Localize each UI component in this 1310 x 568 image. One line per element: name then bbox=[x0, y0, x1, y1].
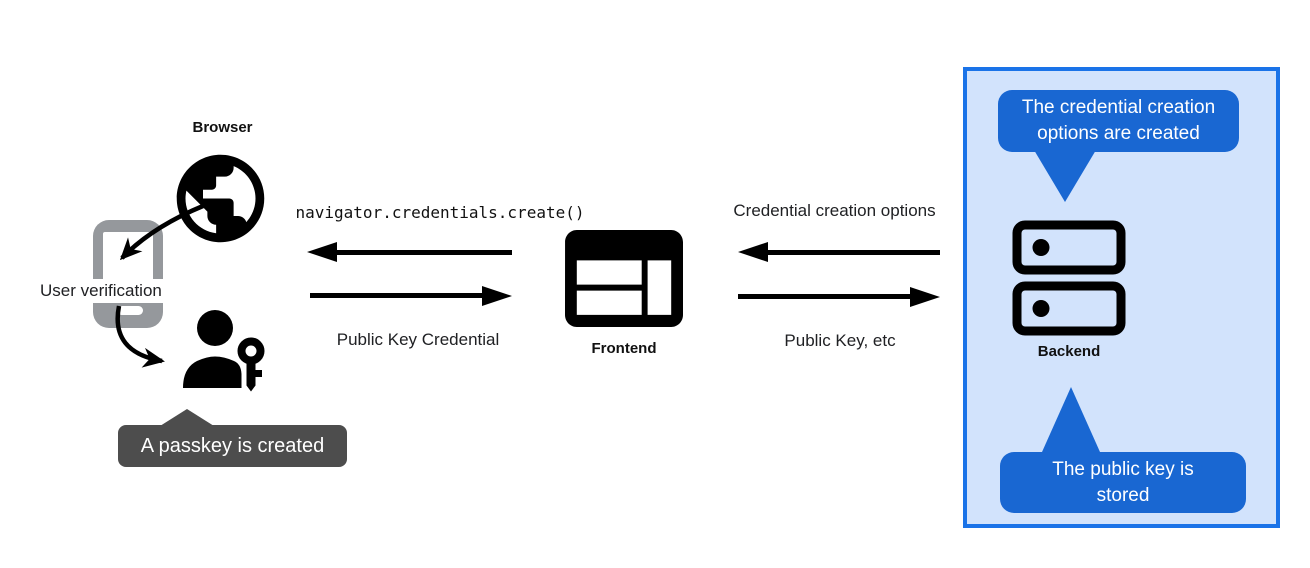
arrow-left-icon bbox=[307, 242, 337, 262]
passkey-tooltip-tail bbox=[160, 409, 214, 426]
callout-tail-down bbox=[1034, 150, 1096, 202]
backend-server-icon bbox=[1012, 220, 1126, 336]
public-key-stored-callout: The public key is stored bbox=[1000, 452, 1246, 513]
public-key-etc-label: Public Key, etc bbox=[784, 331, 896, 350]
arrow-options-shaft bbox=[766, 250, 940, 255]
credential-options-callout: The credential creation options are crea… bbox=[998, 90, 1239, 152]
frontend-window-icon bbox=[565, 230, 683, 327]
callout-tail-up bbox=[1042, 387, 1100, 452]
arrow-pkc-shaft bbox=[310, 293, 484, 298]
frontend-label: Frontend bbox=[591, 340, 657, 357]
user-verification-label: User verification bbox=[36, 279, 166, 303]
arrow-create-shaft bbox=[335, 250, 512, 255]
arrow-right-icon bbox=[910, 287, 940, 307]
arrow-publickey-shaft bbox=[738, 294, 912, 299]
public-key-credential-label: Public Key Credential bbox=[336, 330, 500, 349]
navigator-create-label: navigator.credentials.create() bbox=[295, 203, 585, 222]
credential-creation-options-label: Credential creation options bbox=[733, 201, 936, 220]
smartphone-icon bbox=[93, 220, 163, 328]
globe-icon bbox=[176, 154, 265, 243]
credential-options-callout-text: The credential creation options are crea… bbox=[1021, 97, 1216, 144]
arrow-left-icon bbox=[738, 242, 768, 262]
browser-label: Browser bbox=[192, 119, 253, 136]
passkey-person-icon bbox=[183, 310, 265, 392]
public-key-stored-callout-text: The public key is stored bbox=[1052, 458, 1194, 506]
arrow-right-icon bbox=[482, 286, 512, 306]
backend-label: Backend bbox=[1037, 343, 1101, 360]
passkey-created-tooltip: A passkey is created bbox=[118, 425, 347, 467]
